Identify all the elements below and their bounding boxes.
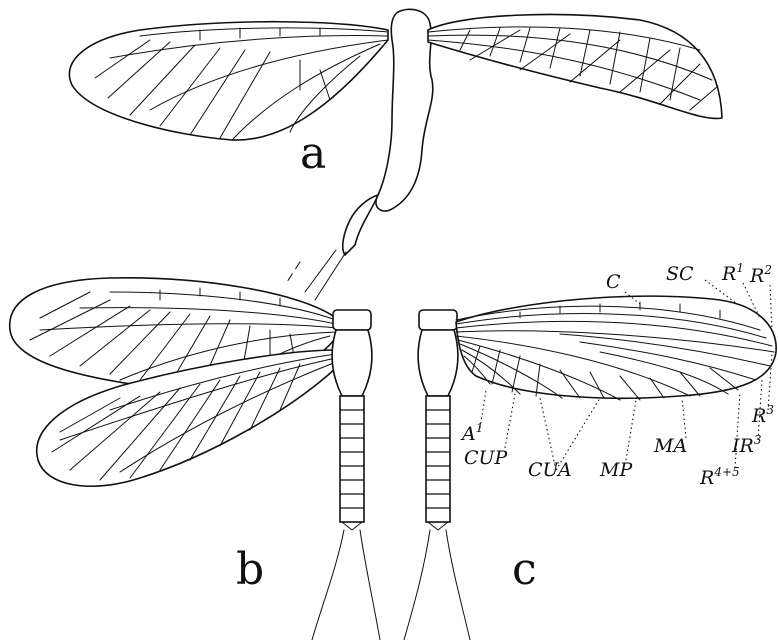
label-MA: MA bbox=[653, 435, 687, 457]
fossil-right-wing bbox=[428, 15, 722, 119]
label-IR3: IR3 bbox=[731, 433, 762, 457]
label-A1: A1 bbox=[460, 421, 483, 445]
panel-c-head bbox=[419, 310, 457, 330]
panel-b-reconstruction: b bbox=[10, 278, 380, 640]
label-R2: R2 bbox=[749, 263, 772, 287]
panel-a-specimen: a bbox=[69, 9, 722, 300]
panel-c-abdomen bbox=[426, 396, 450, 522]
label-MP: MP bbox=[599, 459, 633, 481]
panel-c-letter: c bbox=[512, 544, 537, 595]
panel-b-thorax bbox=[332, 330, 372, 396]
fossil-left-wing bbox=[69, 22, 388, 140]
panel-c-body bbox=[404, 310, 470, 640]
label-R45: R4+5 bbox=[699, 465, 740, 489]
panel-b-head bbox=[333, 310, 371, 330]
panel-c-wing bbox=[456, 296, 776, 400]
label-C: C bbox=[606, 271, 621, 293]
label-R3: R3 bbox=[751, 403, 774, 427]
panel-a-letter: a bbox=[300, 128, 326, 179]
label-SC: SC bbox=[666, 263, 694, 285]
panel-c-thorax bbox=[418, 330, 458, 396]
label-CUP: CUP bbox=[464, 447, 509, 469]
panel-b-letter: b bbox=[236, 544, 264, 595]
label-CUA: CUA bbox=[528, 459, 572, 481]
panel-c-labelled: C SC R1 R2 R3 IR3 R4+5 MA MP CUA CUP A1 … bbox=[404, 261, 776, 640]
label-R1: R1 bbox=[721, 261, 744, 285]
panel-b-abdomen bbox=[340, 396, 364, 522]
